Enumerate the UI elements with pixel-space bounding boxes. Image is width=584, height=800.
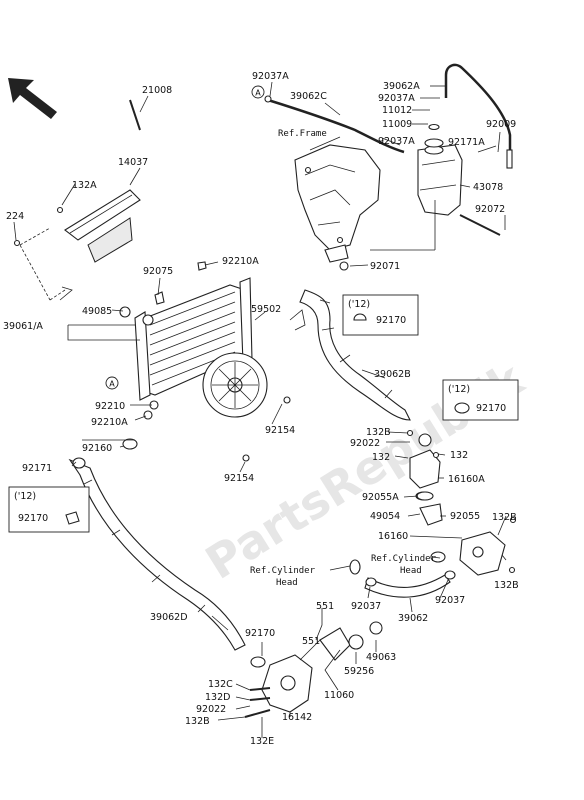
label-ref-cyl-left-2: Head [276, 578, 298, 588]
label-92210: 92210 [95, 401, 125, 412]
label-92075: 92075 [143, 266, 173, 277]
label-92037A-c: 92037A [378, 136, 415, 147]
label-14037: 14037 [118, 157, 148, 168]
label-49085: 49085 [82, 306, 112, 317]
label-132B-c: 132B [494, 580, 519, 591]
radiator-hose-39062B [299, 289, 411, 421]
label-551-a: 551 [316, 601, 334, 612]
label-132A: 132A [72, 180, 97, 191]
pump-bolts [244, 687, 271, 718]
label-92071: 92071 [370, 261, 400, 272]
year-note-box-3: ('12) 92170 [8, 486, 90, 533]
label-39062: 39062 [398, 613, 428, 624]
water-pump-body [250, 621, 383, 713]
label-132C: 132C [208, 679, 233, 690]
label-16142: 16142 [282, 712, 312, 723]
radiator-guard [19, 189, 141, 301]
label-92055: 92055 [450, 511, 480, 522]
label-92022-a: 92022 [350, 438, 380, 449]
lower-hose-39062D [68, 458, 246, 651]
front-direction-arrow-icon [8, 78, 57, 119]
label-11012: 11012 [382, 105, 412, 116]
label-92154-b: 92154 [224, 473, 254, 484]
label-92170-box2: 92170 [18, 513, 48, 524]
label-92037A-b: 92037A [378, 93, 415, 104]
label-39062A: 39062A [383, 81, 420, 92]
label-11009: 11009 [382, 119, 412, 130]
label-132B-a: 132B [366, 427, 391, 438]
water-pump-right [459, 531, 506, 576]
drain-bolt-21008 [129, 99, 141, 131]
reservoir-tank [417, 144, 463, 216]
label-92055A: 92055A [362, 492, 399, 503]
marker-a-left: A [109, 380, 115, 389]
label-92160: 92160 [82, 443, 112, 454]
thermostat-housing [409, 433, 443, 526]
label-59256: 59256 [344, 666, 374, 677]
label-ref-cyl-left: Ref.Cylinder [250, 566, 316, 576]
tank-mount-bolts [339, 214, 501, 271]
label-11060: 11060 [324, 690, 354, 701]
label-49063: 49063 [366, 652, 396, 663]
label-16160A: 16160A [448, 474, 485, 485]
label-92210A-top: 92210A [222, 256, 259, 267]
label-92171A: 92171A [448, 137, 485, 148]
overflow-hose-39062C [264, 95, 405, 154]
label-92037A-top: 92037A [252, 71, 289, 82]
label-49054: 49054 [370, 511, 400, 522]
breather-hose-39062A [444, 63, 513, 169]
radiator-fan [202, 309, 306, 418]
label-132-b: 132 [450, 450, 468, 461]
label-132-a: 132 [372, 452, 390, 463]
label-16160: 16160 [378, 531, 408, 542]
reservoir-bracket [294, 144, 381, 263]
label-92072: 92072 [475, 204, 505, 215]
circle-marker-a-left: A [105, 376, 119, 390]
radiator-core [119, 277, 253, 401]
label-ref-cyl-right: Ref.Cylinder [371, 554, 437, 564]
label-59502: 59502 [251, 304, 281, 315]
label-39061A: 39061/A [3, 321, 43, 332]
hose-39062 [364, 574, 451, 598]
label-ref-frame: Ref.Frame [278, 129, 327, 139]
label-39062B: 39062B [374, 369, 411, 380]
year-note-3: ('12) [14, 491, 36, 502]
label-224: 224 [6, 211, 24, 222]
label-39062C: 39062C [290, 91, 327, 102]
label-39062D: 39062D [150, 612, 188, 623]
label-92170-box3: 92170 [476, 403, 506, 414]
label-132D: 132D [205, 692, 230, 703]
label-92171: 92171 [22, 463, 52, 474]
year-note-box-1: ('12) 92170 [342, 294, 419, 336]
label-132B-b: 132B [492, 512, 517, 523]
label-43078: 43078 [473, 182, 503, 193]
year-note-box-2: ('12) 92170 [442, 379, 519, 421]
label-ref-cyl-right-2: Head [400, 566, 422, 576]
label-92170-box1: 92170 [376, 315, 406, 326]
label-21008: 21008 [142, 85, 172, 96]
hose-clamps [349, 551, 456, 587]
leader-lines [13, 81, 507, 738]
year-note-1: ('12) [348, 299, 370, 310]
label-92037-a: 92037 [351, 601, 381, 612]
label-92154-a: 92154 [265, 425, 295, 436]
label-92210A: 92210A [91, 417, 128, 428]
label-132B-d: 132B [185, 716, 210, 727]
label-551-b: 551 [302, 636, 320, 647]
circle-marker-a-top: A [251, 85, 265, 99]
label-92037-b: 92037 [435, 595, 465, 606]
part-labels: 21008 92037A 39062C 39062A 92037A 11012 … [3, 71, 519, 747]
label-132E: 132E [250, 736, 274, 747]
year-note-2: ('12) [448, 384, 470, 395]
marker-a-top: A [255, 89, 261, 98]
label-92170-c: 92170 [245, 628, 275, 639]
misc-fasteners [13, 206, 517, 574]
label-92022-b: 92022 [196, 704, 226, 715]
reservoir-cap [424, 123, 444, 155]
label-92009: 92009 [486, 119, 516, 130]
